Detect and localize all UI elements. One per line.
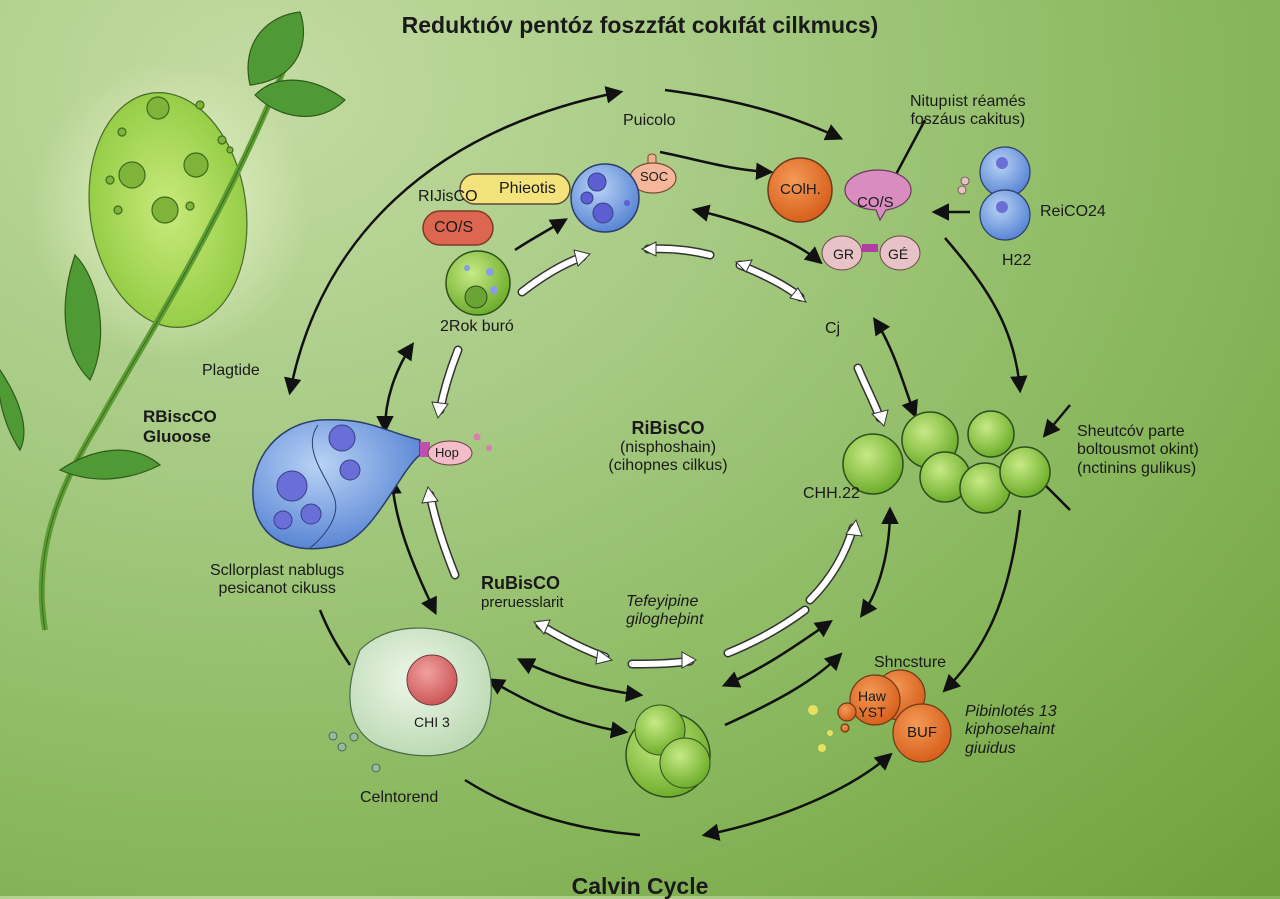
- label-buf: BUF: [907, 724, 937, 741]
- label-haw-yst: Haw YST: [858, 688, 887, 721]
- label-reico: ReiCO24: [1040, 203, 1106, 220]
- diagram-footer-title: Calvin Cycle: [571, 873, 709, 899]
- label-rok-buro: 2Rok buró: [440, 318, 514, 335]
- label-chi3: CHI 3: [414, 714, 450, 730]
- label-top-right: Nitupıist réamés foszáus cakitus): [910, 93, 1026, 129]
- inner-cycle-arrows: [421, 241, 889, 669]
- molecule-sphere-icon: [445, 250, 511, 316]
- label-chh: CHH.22: [803, 485, 860, 502]
- molecule-sphere-icon: [842, 410, 1051, 514]
- label-ge: GÉ: [888, 246, 909, 262]
- molecule-sphere-icon: [767, 146, 1031, 271]
- label-center: RiBisCO (nisphoshain) (cihopnes cilkus): [608, 418, 728, 475]
- molecule-sphere-icon: [808, 669, 952, 763]
- label-shncsture: Shncsture: [874, 654, 947, 671]
- label-top-center: Puicolo: [623, 112, 676, 129]
- pale-cell-icon: [328, 627, 492, 773]
- label-right: Sheutcóv parte boltousmot okint) (nctini…: [1077, 423, 1199, 477]
- label-coh: COlH.: [780, 181, 821, 198]
- label-hopo: Hop: [435, 445, 459, 460]
- label-pibin: Pibinlotés 13 kiphosehaint giuidus: [965, 703, 1057, 757]
- label-h22: H22: [1002, 252, 1032, 269]
- label-cols-pink: CO/S: [857, 194, 894, 211]
- label-gr: GR: [833, 246, 854, 262]
- label-tetey: Tefeyipine gilogheþint: [626, 593, 704, 629]
- pheotus-pill: [459, 173, 571, 205]
- plant-sprig-icon: [0, 11, 346, 631]
- label-plagtide: Plagtide: [202, 362, 260, 379]
- molecule-sphere-icon: [625, 704, 711, 798]
- label-celntorend: Celntorend: [360, 789, 439, 806]
- molecule-sphere-icon: [570, 153, 677, 233]
- label-rbisco-glucose: RBiscCO Gluoose: [143, 407, 217, 446]
- label-rubisco-small: RIJisCO: [418, 188, 478, 205]
- label-rubisco-bottom: RuBisCO preruesslarit: [481, 573, 564, 611]
- label-pheotus: Phieotis: [499, 180, 556, 197]
- outer-cycle-arrows: [284, 86, 1071, 841]
- label-cj: Cj: [825, 320, 841, 337]
- label-sclorplast: Scllorplast nablugs pesicanot cikuss: [210, 562, 345, 598]
- chloroplast-cell-icon: [252, 419, 492, 550]
- cols-red-pill: [422, 210, 494, 246]
- label-soc: SOC: [640, 169, 669, 184]
- diagram-title: Reduktıóv pentóz foszzfát cokıfát cilkmu…: [401, 12, 879, 38]
- label-cols-red: CO/S: [434, 219, 474, 236]
